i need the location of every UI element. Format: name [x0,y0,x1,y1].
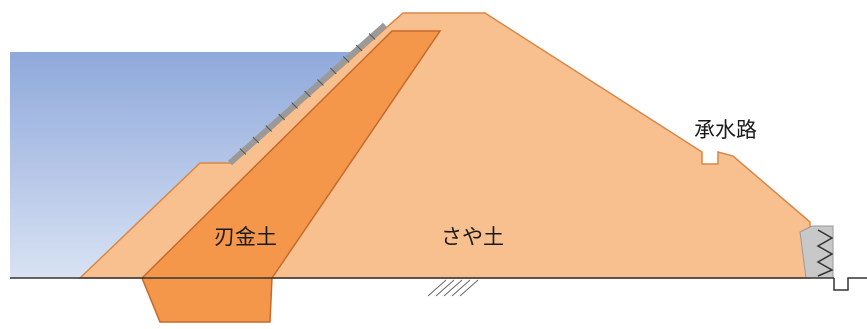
riprap-tick [368,33,376,40]
reservoir-water [10,52,370,278]
riprap-ticks [239,33,376,155]
riprap-tick [239,148,247,155]
riprap-tick [265,125,273,132]
drain-label: 承水路 [694,118,757,142]
foundation-hatch [427,279,479,297]
riprap-tick [291,102,298,109]
core-label: 刃金土 [214,225,277,249]
riprap-tick [278,113,286,121]
riprap-tick [342,56,350,63]
riprap-tick [317,79,324,86]
riprap-tick [252,136,260,144]
riprap-tick [329,67,337,75]
toe-drain-zigzag [816,229,834,277]
toe-ditch [833,277,867,291]
shell-label: さや土 [441,225,504,249]
riprap-tick [304,90,311,98]
riprap-tick [355,44,363,52]
